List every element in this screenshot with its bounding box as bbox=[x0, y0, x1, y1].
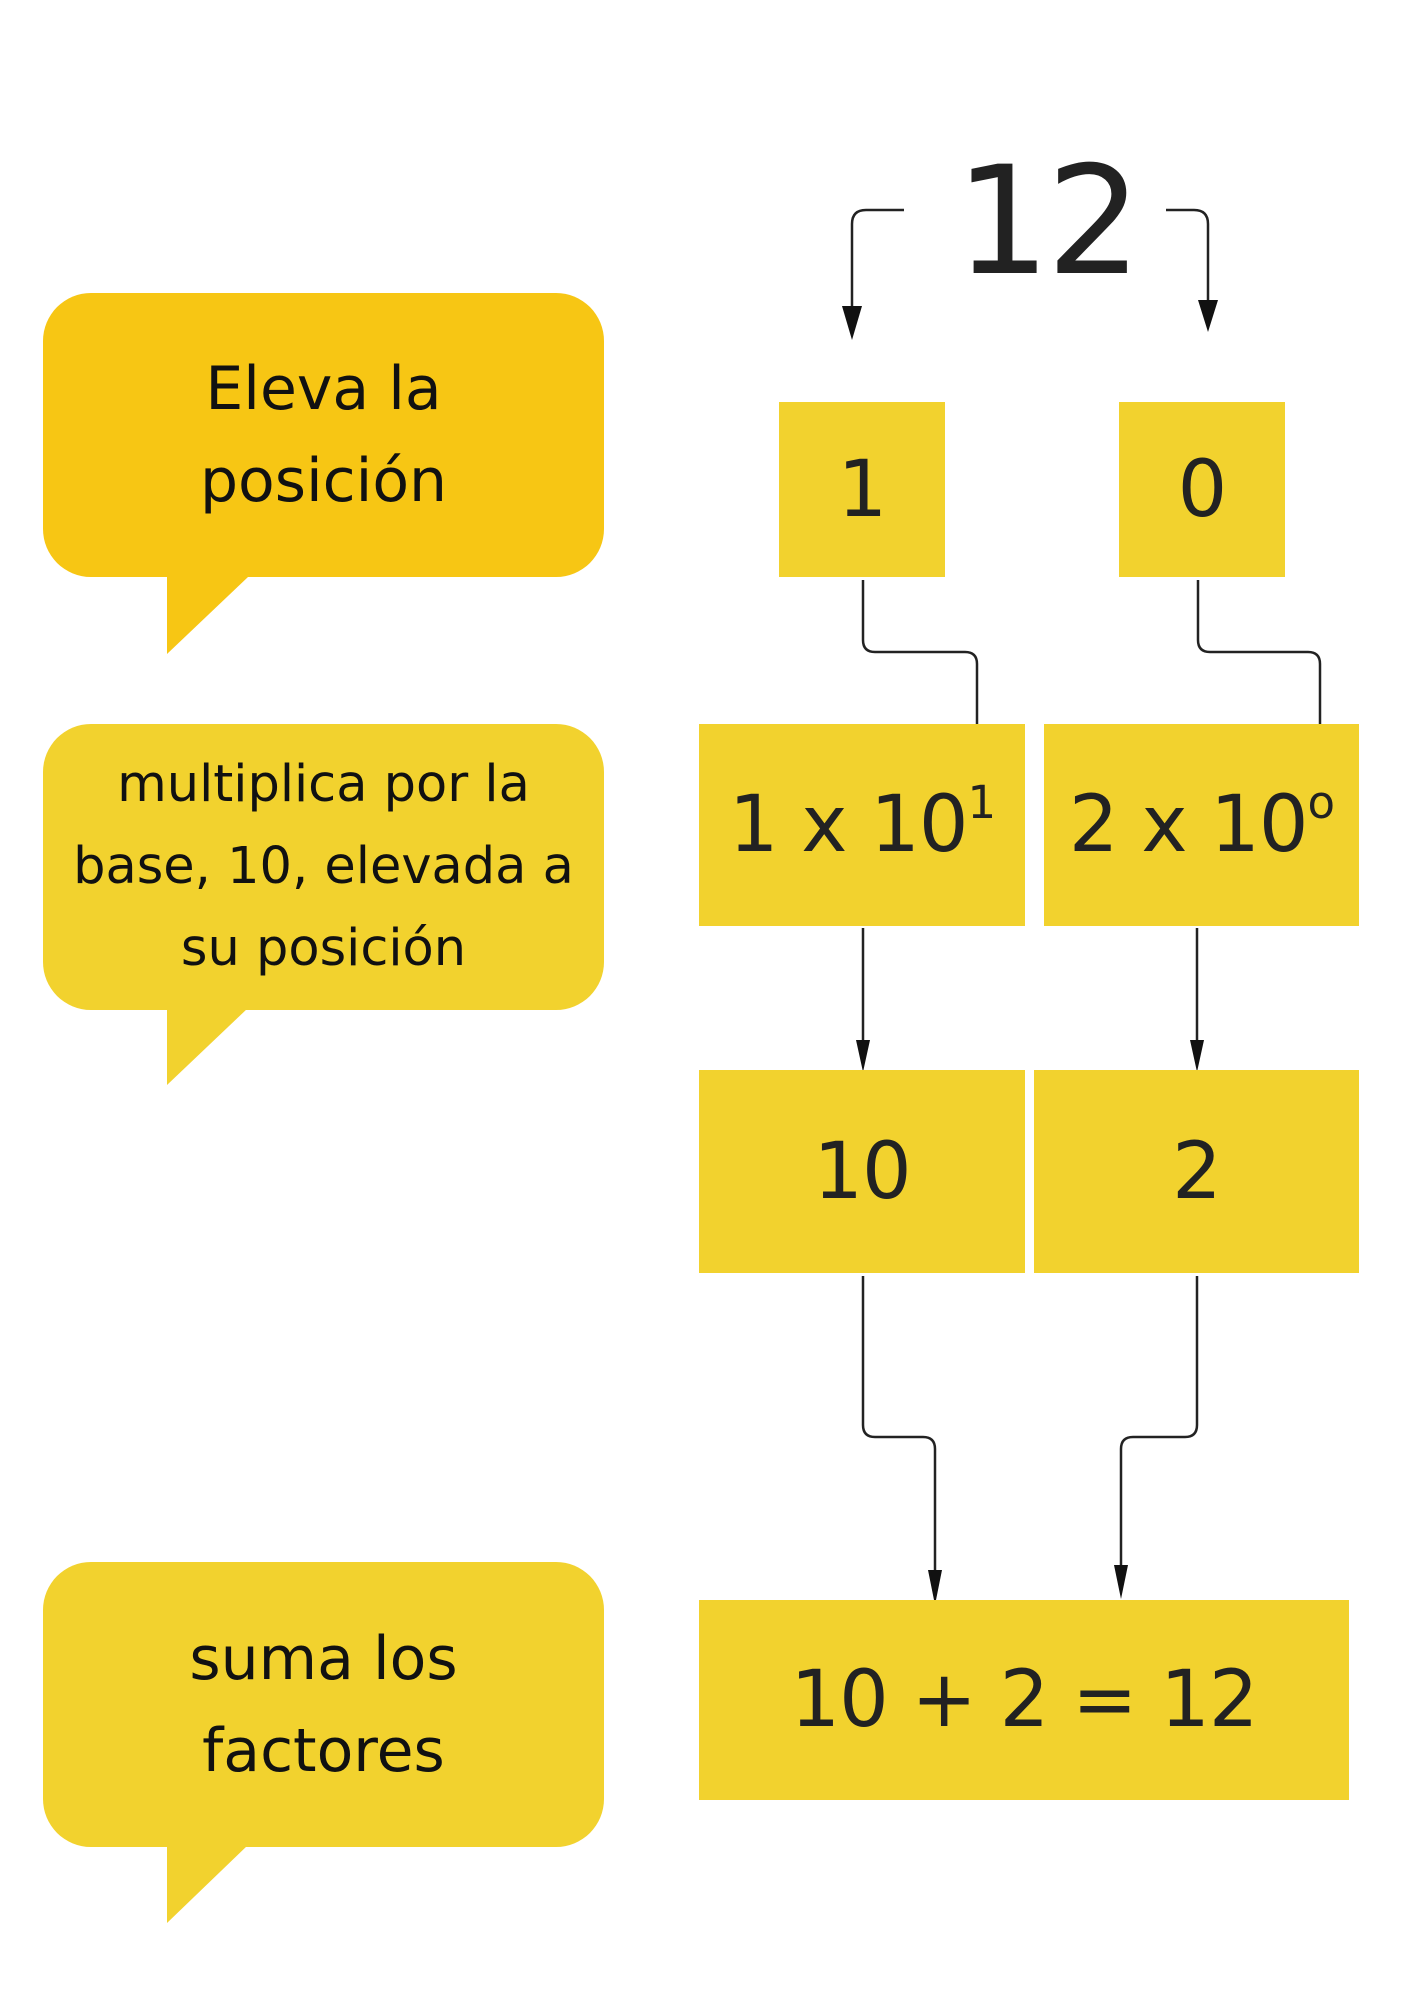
bracket-arrow-right bbox=[1166, 208, 1210, 305]
product-text: 1 x 101 bbox=[728, 776, 996, 870]
digit-text: 1 bbox=[837, 444, 888, 535]
result-box-tens: 10 bbox=[699, 1070, 1025, 1273]
product-exponent: 1 bbox=[967, 776, 997, 829]
sum-box: 10 + 2 = 12 bbox=[699, 1600, 1349, 1800]
connector-1 bbox=[861, 580, 979, 740]
arrowhead-icon bbox=[928, 1570, 942, 1605]
speech-bubble-multiply: multiplica por la base, 10, elevada a su… bbox=[43, 724, 604, 1010]
bubble-text: multiplica por la base, 10, elevada a su… bbox=[73, 755, 574, 978]
result-text: 10 bbox=[813, 1126, 911, 1217]
bubble-text: Eleva la posición bbox=[199, 354, 448, 516]
result-text: 2 bbox=[1172, 1126, 1222, 1217]
arrowhead-icon bbox=[842, 306, 862, 340]
sum-text: 10 + 2 = 12 bbox=[790, 1655, 1258, 1745]
arrowhead-icon bbox=[1114, 1565, 1128, 1599]
digit-text: 0 bbox=[1177, 444, 1228, 535]
arrowhead-icon bbox=[856, 1040, 870, 1072]
bracket-arrow-left bbox=[850, 208, 904, 310]
digit-box-units: 0 bbox=[1119, 402, 1285, 577]
source-number: 12 bbox=[955, 135, 1142, 309]
arrowhead-icon bbox=[1198, 300, 1218, 332]
result-box-units: 2 bbox=[1034, 1070, 1359, 1273]
product-box-units: 2 x 10o bbox=[1044, 724, 1359, 926]
product-exponent: o bbox=[1307, 776, 1336, 829]
bubble-tail bbox=[167, 1008, 248, 1085]
bubble-text: suma los factores bbox=[189, 1623, 458, 1786]
connector-2 bbox=[1196, 580, 1322, 740]
product-text: 2 x 10o bbox=[1068, 776, 1335, 870]
bubble-tail bbox=[167, 577, 248, 654]
digit-box-tens: 1 bbox=[779, 402, 945, 577]
connector-5 bbox=[861, 1276, 937, 1575]
connector-6 bbox=[1119, 1276, 1199, 1570]
bubble-tail bbox=[167, 1845, 248, 1923]
speech-bubble-sum: suma los factores bbox=[43, 1562, 604, 1847]
product-base: 1 x 10 bbox=[728, 780, 969, 870]
arrowhead-icon bbox=[1190, 1040, 1204, 1072]
speech-bubble-raise-position: Eleva la posición bbox=[43, 293, 604, 577]
product-box-tens: 1 x 101 bbox=[699, 724, 1025, 926]
product-base: 2 x 10 bbox=[1068, 780, 1309, 870]
